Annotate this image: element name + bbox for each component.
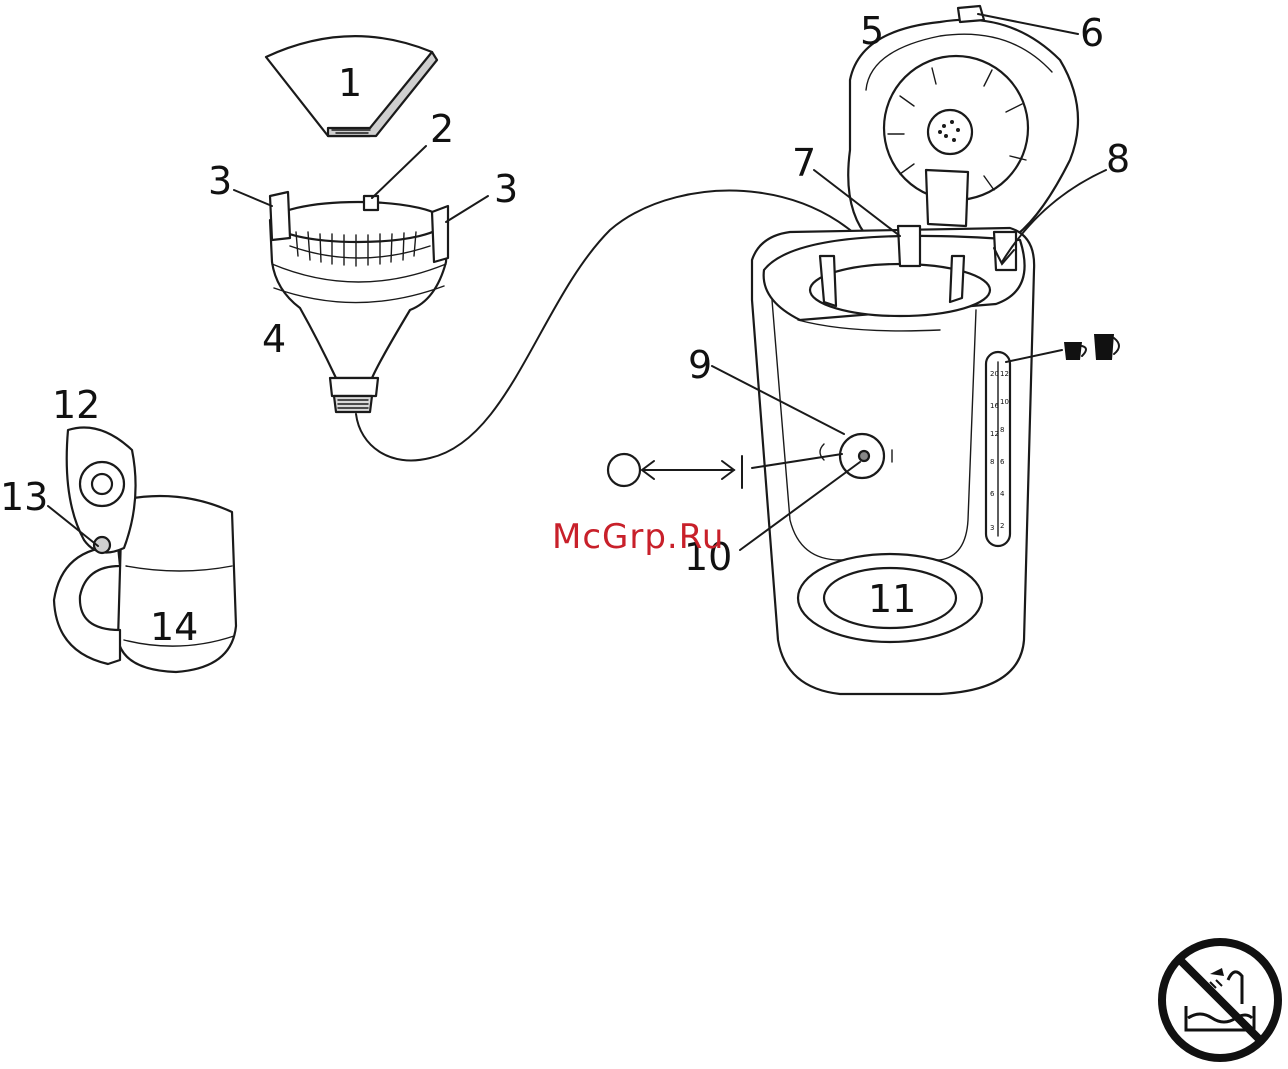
filter-holder-icon <box>270 192 448 412</box>
callout-3-right: 3 <box>494 167 518 211</box>
callout-8: 8 <box>1106 137 1130 181</box>
scale-right-6: 6 <box>1000 458 1005 466</box>
callout-3-left: 3 <box>208 159 232 203</box>
callout-13: 13 <box>0 475 48 519</box>
scale-right-8: 8 <box>1000 426 1004 434</box>
callout-6: 6 <box>1080 11 1104 55</box>
scale-left-20: 20 <box>990 370 999 378</box>
scale-right-10: 10 <box>1000 398 1009 406</box>
scale-right-4: 4 <box>1000 490 1005 498</box>
scale-left-8: 8 <box>990 458 994 466</box>
callout-11: 11 <box>868 577 916 621</box>
callout-9: 9 <box>688 343 712 387</box>
callout-12: 12 <box>52 383 100 427</box>
no-immersion-icon <box>1162 942 1278 1058</box>
scale-right-12: 12 <box>1000 370 1009 378</box>
callout-14: 14 <box>150 605 198 649</box>
scale-left-6: 6 <box>990 490 995 498</box>
callout-5: 5 <box>860 9 884 53</box>
off-symbol-icon <box>608 454 640 486</box>
switch-symbols <box>608 454 742 488</box>
callout-7: 7 <box>792 141 816 185</box>
scale-left-12: 12 <box>990 430 999 438</box>
scale-right-2: 2 <box>1000 522 1004 530</box>
callout-4: 4 <box>262 317 286 361</box>
callout-2: 2 <box>430 107 454 151</box>
glass-jug-icon <box>54 428 236 673</box>
callout-1: 1 <box>338 61 362 105</box>
scale-left-16: 16 <box>990 402 999 410</box>
scale-left-3: 3 <box>990 524 994 532</box>
watermark-text: McGrp.Ru <box>552 517 724 557</box>
